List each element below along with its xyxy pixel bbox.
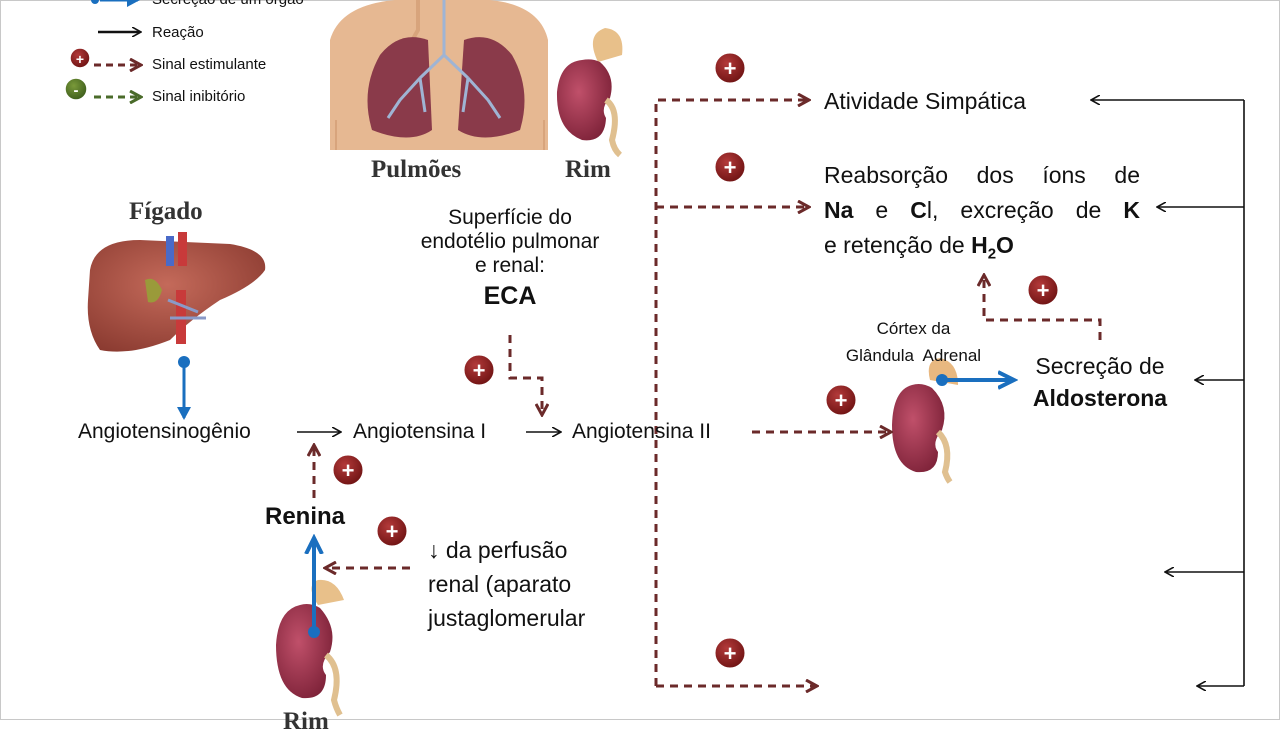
plus-sign: + <box>724 155 737 180</box>
plus-sign: + <box>724 641 737 666</box>
aldosterone-secretion-text: Secreção de Aldosterona <box>1012 350 1188 414</box>
renin-label: Renina <box>265 503 346 530</box>
aldosterone-line-2: Aldosterona <box>1032 385 1168 411</box>
plus-sign: + <box>386 519 399 544</box>
legend-plus-sign: + <box>76 51 84 67</box>
plus-sign: + <box>342 458 355 483</box>
diagram-canvas: + + + + + + + + + - <box>64 0 1245 717</box>
adrenal-kidney-illustration <box>892 358 958 484</box>
legend-minus-sign: - <box>74 82 79 99</box>
lungs-illustration <box>330 0 548 150</box>
adrenal-cortex-label: Córtex da Glândula Adrenal <box>826 315 1001 369</box>
lungs-label: Pulmões <box>371 156 462 183</box>
perfusion-line-3: justaglomerular <box>428 605 586 631</box>
endothelium-line-2: endotélio pulmonar <box>420 230 600 254</box>
plus-sign: + <box>835 388 848 413</box>
perfusion-text: ↓ da perfusão renal (aparato justaglomer… <box>428 533 585 635</box>
eca-label: ECA <box>483 282 537 311</box>
reabsorption-line-1: Reabsorção dos íons de <box>824 162 1140 188</box>
potassium-symbol: K <box>1123 197 1140 223</box>
hydrogen-subscript: 2 <box>987 245 997 263</box>
angiotensin-1-label: Angiotensina I <box>353 420 487 443</box>
endothelium-text: Superfície do endotélio pulmonar e renal… <box>400 206 620 311</box>
endothelium-line-1: Superfície do <box>448 206 572 229</box>
plus-badge-bottom <box>712 635 748 671</box>
legend-stimulating-label: Sinal estimulante <box>152 56 267 73</box>
sympathetic-activity-label: Atividade Simpática <box>824 88 1026 114</box>
plus-badge-perfusion <box>374 513 410 549</box>
plus-badge-aldosterone <box>1025 272 1061 308</box>
aldosterone-line-1: Secreção de <box>1035 353 1165 379</box>
angiotensin-2-label: Angiotensina II <box>572 420 711 443</box>
to-sympathetic-arrow <box>654 100 808 686</box>
water-symbol: H2O <box>971 232 1014 263</box>
hydrogen-symbol: H <box>971 232 988 258</box>
kidney-top-label: Rim <box>565 156 611 183</box>
kidney-top-illustration <box>556 28 623 158</box>
liver-illustration <box>87 232 266 352</box>
reabsorption-excretion: l, excreção de <box>926 197 1124 223</box>
reabsorption-text: Reabsorção dos íons de Na e Cl, excreção… <box>824 158 1140 272</box>
oxygen-symbol: O <box>996 232 1014 258</box>
reabsorption-line-3: e retenção de H2O <box>824 228 1140 272</box>
endothelium-line-3: e renal: <box>474 254 546 278</box>
plus-sign: + <box>724 56 737 81</box>
plus-badge-sympathetic <box>712 50 748 86</box>
plus-badge-reabsorption <box>712 149 748 185</box>
plus-badge-renin <box>330 452 366 488</box>
adrenal-label-line-2: Glândula Adrenal <box>845 346 982 365</box>
legend-secretion-dot <box>91 0 99 4</box>
eca-stimulus-arrow <box>508 335 542 414</box>
chlorine-symbol-c: C <box>910 197 927 223</box>
feedback-bracket <box>1092 100 1245 686</box>
aldosterone-stimulus-arrow <box>984 276 1102 340</box>
plus-badge-eca <box>461 352 497 388</box>
kidney-bottom-label: Rim <box>283 708 329 735</box>
legend-secretion-label: Secreção de um órgão <box>152 0 304 8</box>
perfusion-line-1: ↓ da perfusão <box>428 537 568 563</box>
liver-label: Fígado <box>129 198 203 225</box>
legend <box>91 0 140 97</box>
legend-plus-badge <box>69 47 91 69</box>
water-retention-text: e retenção de <box>824 232 972 258</box>
legend-reaction-label: Reação <box>152 24 204 41</box>
adrenal-label-line-1: Córtex da <box>876 319 951 338</box>
angiotensinogen-label: Angiotensinogênio <box>78 420 251 443</box>
legend-minus-badge <box>64 77 88 101</box>
kidney-bottom-illustration <box>276 579 344 717</box>
sodium-symbol: Na <box>824 197 854 223</box>
plus-sign: + <box>1037 278 1050 303</box>
plus-badge-adrenal <box>823 382 859 418</box>
plus-sign: + <box>473 358 486 383</box>
reabsorption-and: e <box>853 197 911 223</box>
perfusion-line-2: renal (aparato <box>428 571 572 597</box>
legend-inhibitory-label: Sinal inibitório <box>152 88 246 105</box>
reabsorption-line-2: Na e Cl, excreção de K <box>824 193 1140 228</box>
